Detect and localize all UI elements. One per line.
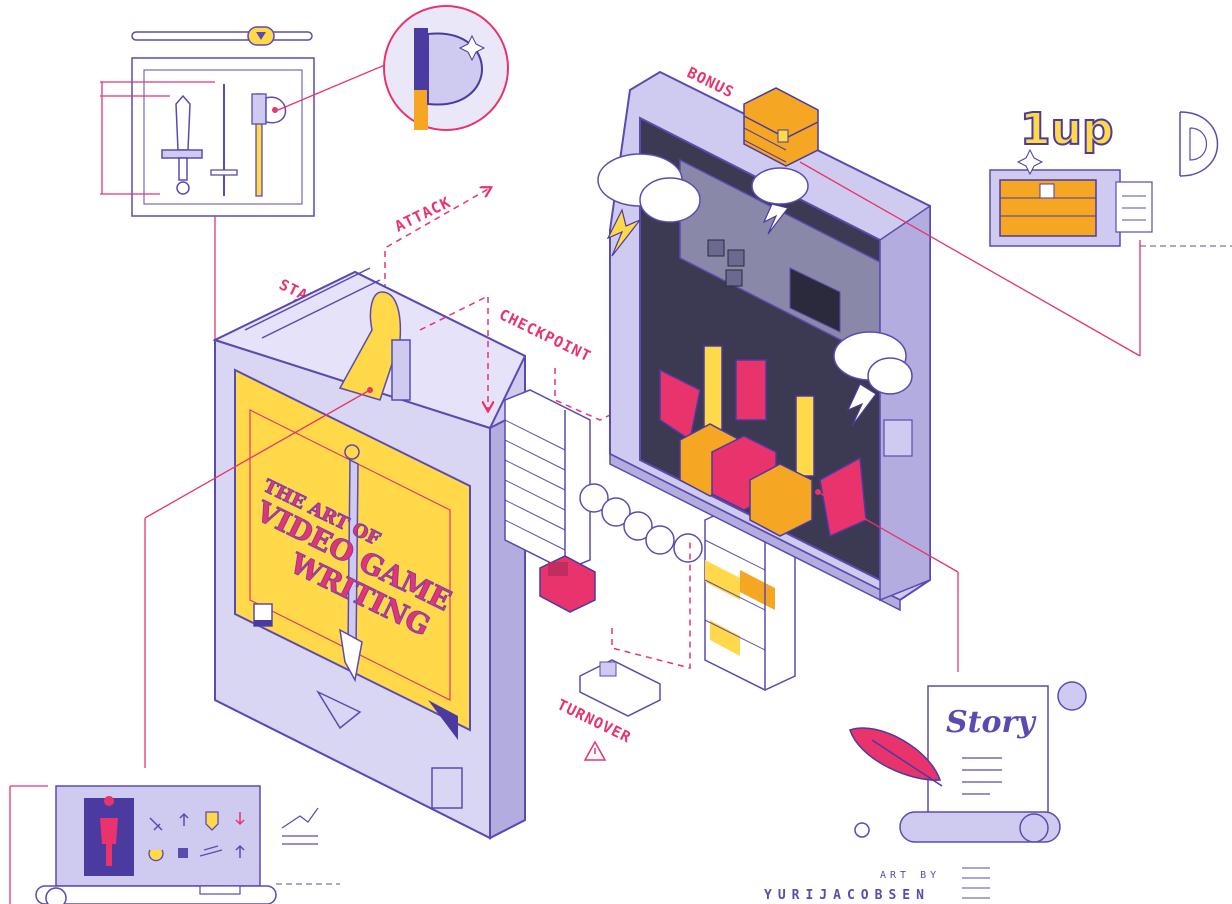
hero-figure: [338, 291, 411, 401]
oneup-panel: 1up: [989, 103, 1232, 247]
scroll-title: Story: [946, 705, 1037, 740]
oneup-text: 1up: [1020, 104, 1113, 155]
credit-line2: YURIJACOBSEN: [764, 888, 930, 903]
cloud-right: [833, 331, 913, 427]
brick-wall-right: [704, 503, 796, 691]
robot-enemy: [539, 555, 596, 613]
cloud-left: [597, 153, 701, 257]
credit-line1: ART BY: [880, 870, 940, 881]
sword-icon: [161, 94, 203, 195]
story-scroll: Story: [854, 681, 1087, 843]
treasure-chest: [743, 87, 819, 167]
dagger-icon: [210, 84, 238, 196]
character-stats-panel: [9, 785, 340, 904]
quill-icon: [849, 727, 943, 787]
weapons-panel: [100, 57, 393, 217]
castle: [659, 345, 867, 538]
turnover-block: [579, 659, 661, 717]
cloud-mid: [751, 167, 809, 235]
axe-icon: [251, 93, 287, 197]
axe-zoom-badge: [383, 5, 509, 131]
brick-wall-left: [504, 389, 591, 571]
coin-chain: [579, 483, 703, 563]
game-cartridge: THE ART OF VIDEO GAME WRITING: [212, 267, 527, 840]
slider-control: [131, 26, 313, 46]
warning-icon: [583, 740, 607, 761]
